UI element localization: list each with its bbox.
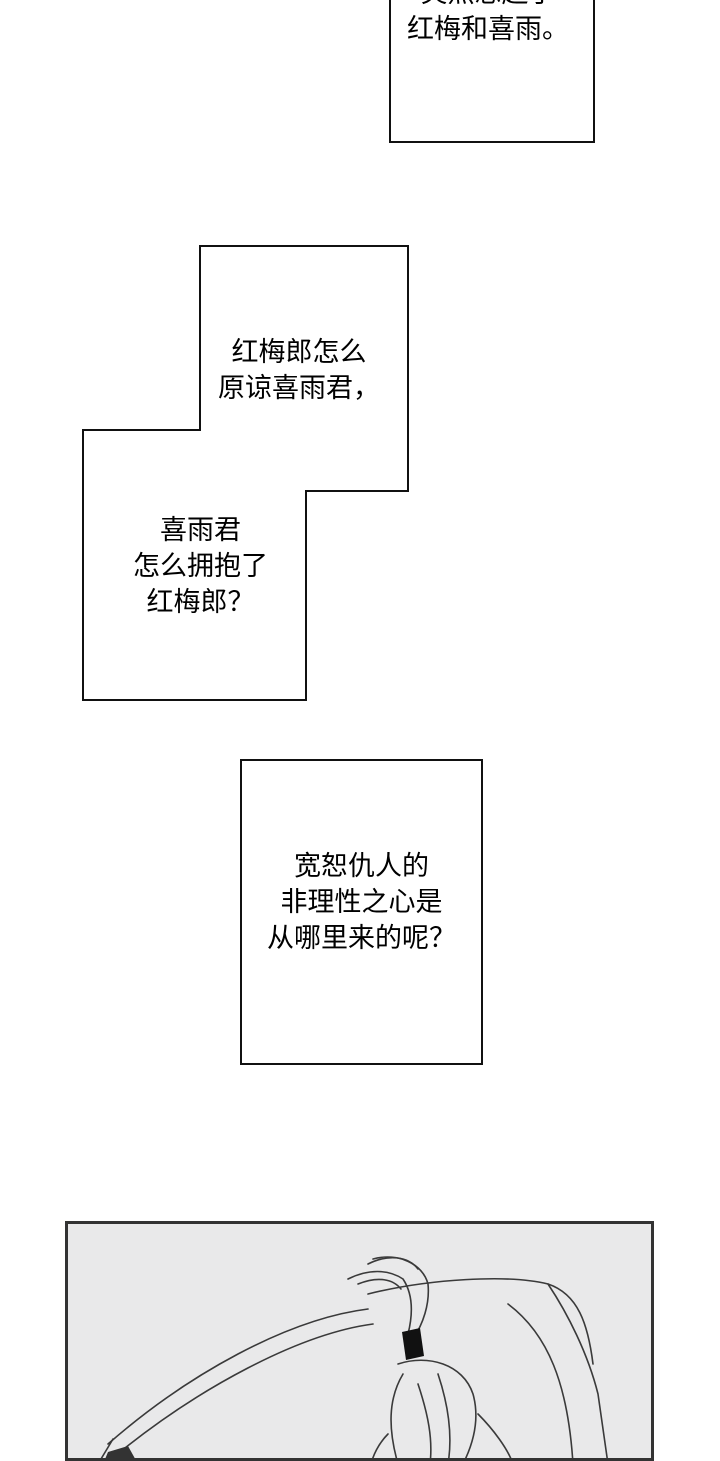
caption-line: 宽恕仇人的 [294,851,429,882]
caption-line: 喜雨君 [160,515,241,546]
caption-text-stepped-upper: 红梅郎怎么 原谅喜雨君， [218,335,380,407]
caption-line: 突然想起了 [407,0,569,12]
caption-line: 原谅喜雨君， [218,373,380,404]
caption-box-top: 突然想起了 红梅和喜雨。 [389,0,595,143]
caption-box-middle: 宽恕仇人的 非理性之心是 从哪里来的呢？ [240,759,483,1065]
caption-line: 从哪里来的呢？ [267,923,456,954]
caption-line: 怎么拥抱了 [133,551,268,582]
caption-text-stepped-lower: 喜雨君 怎么拥抱了 红梅郎？ [133,513,268,621]
caption-line: 非理性之心是 [280,887,443,918]
illustration-panel [65,1221,654,1461]
caption-line: 红梅郎？ [146,587,255,618]
figure-sketch [100,1256,608,1458]
hair-tie-shape [402,1328,424,1360]
caption-line: 红梅郎怎么 [231,337,367,368]
caption-line: 红梅和喜雨。 [407,14,569,45]
stepped-box-outline [82,245,409,701]
caption-text-top: 突然想起了 红梅和喜雨。 [407,0,569,48]
caption-text-middle: 宽恕仇人的 非理性之心是 从哪里来的呢？ [242,849,481,957]
